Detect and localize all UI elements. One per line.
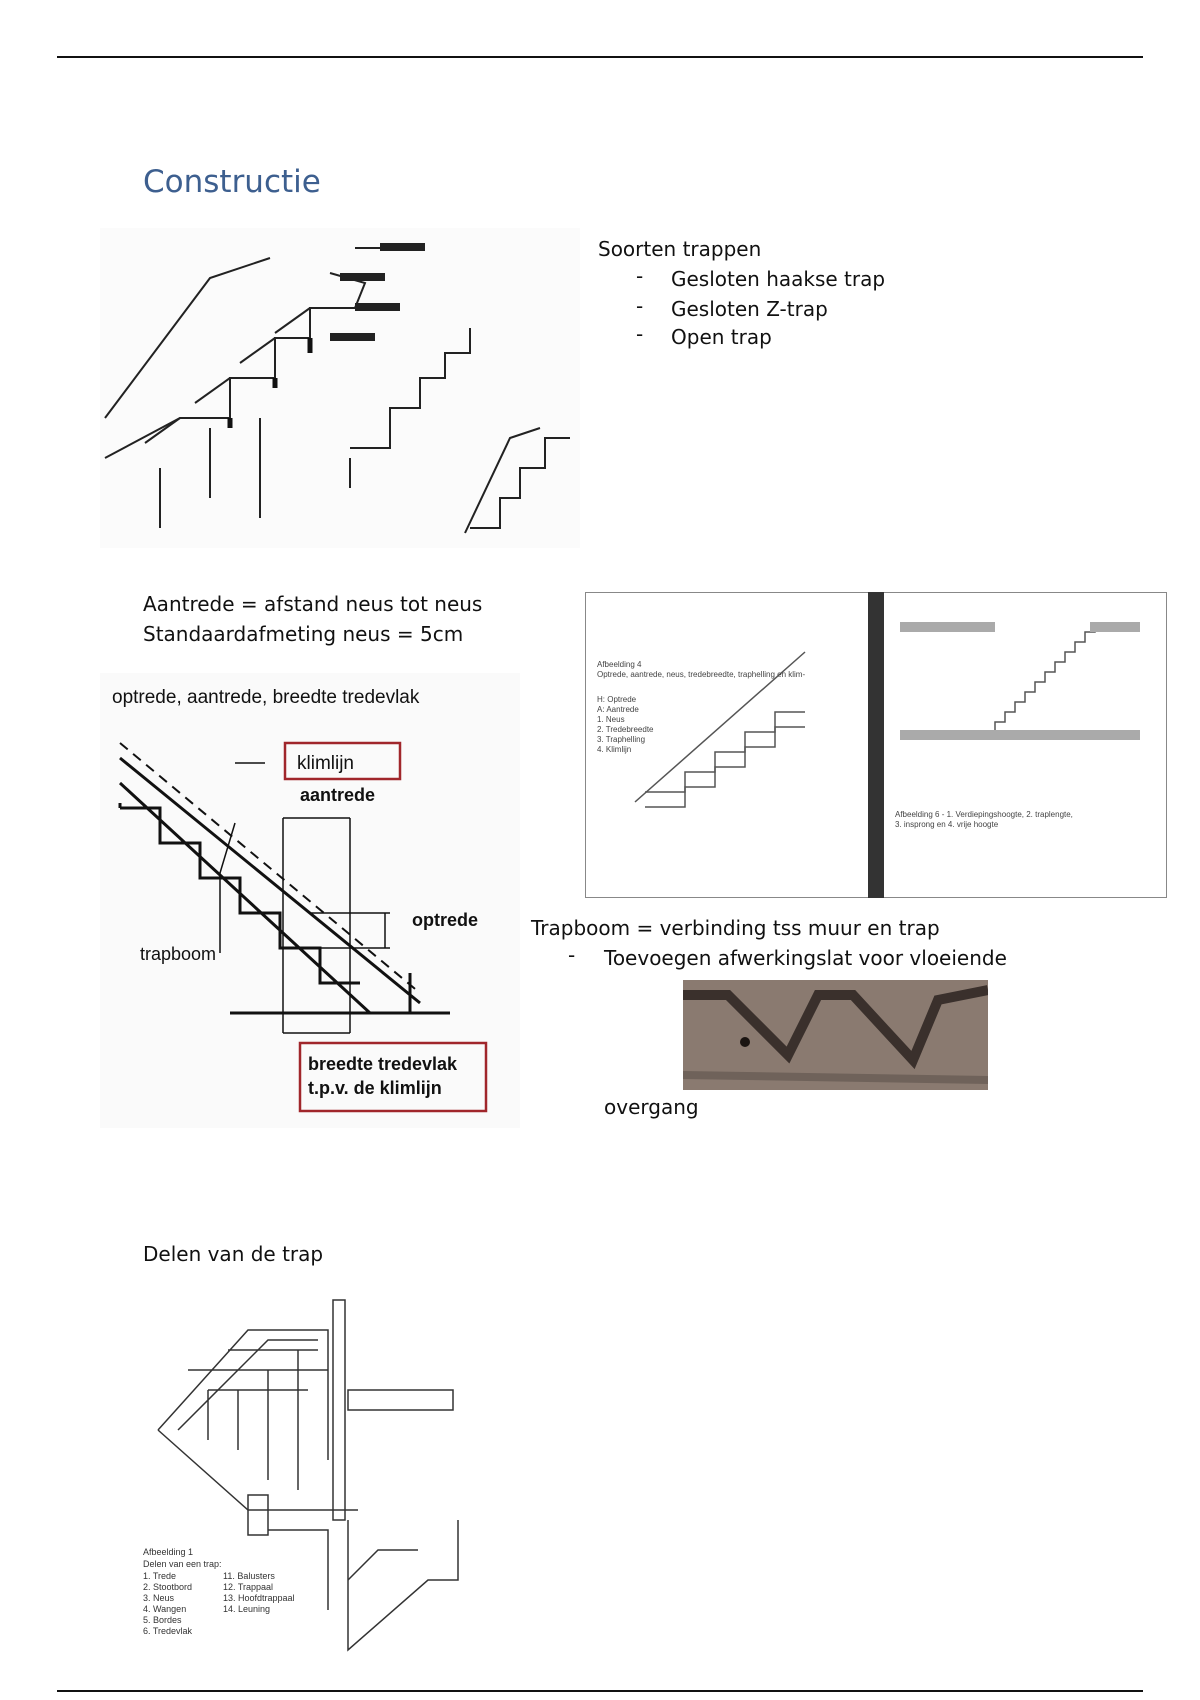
svg-text:4. Wangen: 4. Wangen [143,1604,186,1614]
diagram-title: optrede, aantrede, breedte tredevlak [112,687,420,708]
stair-dimensions-diagram: optrede, aantrede, breedte tredevlak kli… [100,673,520,1128]
svg-text:6. Tredevlak: 6. Tredevlak [143,1626,193,1636]
svg-text:3. Traphelling: 3. Traphelling [597,735,645,744]
delen-title: Delen van de trap [143,1242,324,1266]
svg-text:1. Neus: 1. Neus [597,715,625,724]
svg-text:2. Stootbord: 2. Stootbord [143,1582,192,1592]
list-bullet: - [568,943,576,967]
aantrede-definition: Aantrede = afstand neus tot neus [143,592,483,616]
label-optrede: optrede [412,910,478,930]
stair-sketch-image [100,228,580,548]
svg-text:3. Neus: 3. Neus [143,1593,175,1603]
trapboom-definition: Trapboom = verbinding tss muur en trap [531,916,940,940]
overgang-text: overgang [604,1095,699,1119]
svg-text:Delen van een trap:: Delen van een trap: [143,1559,222,1569]
list-bullet: - [636,322,644,346]
list-bullet: - [636,264,644,288]
label-breedte-2: t.p.v. de klimlijn [308,1078,442,1098]
svg-text:Optrede, aantrede, neus, trede: Optrede, aantrede, neus, tredebreedte, t… [597,670,805,679]
svg-text:Afbeelding 6 - 1. Verdiepingsh: Afbeelding 6 - 1. Verdiepingshoogte, 2. … [895,810,1073,819]
label-trapboom: trapboom [140,944,216,964]
svg-text:Afbeelding 4: Afbeelding 4 [597,660,642,669]
svg-text:3. insprong en 4. vrije hoogte: 3. insprong en 4. vrije hoogte [895,820,999,829]
page-heading: Constructie [143,164,321,200]
neus-standard: Standaardafmeting neus = 5cm [143,622,464,646]
svg-text:A: Aantrede: A: Aantrede [597,705,639,714]
stair-technical-drawing: Afbeelding 4 Optrede, aantrede, neus, tr… [585,592,1167,898]
svg-text:13. Hoofdtrappaal: 13. Hoofdtrappaal [223,1593,295,1603]
svg-text:12. Trappaal: 12. Trappaal [223,1582,273,1592]
list-item: Gesloten Z-trap [671,297,828,321]
label-klimlijn: klimlijn [297,753,354,774]
stair-parts-drawing: Afbeelding 1 Delen van een trap: 1. Tred… [128,1280,495,1662]
list-bullet: - [636,294,644,318]
top-rule [57,56,1143,58]
list-item: Open trap [671,325,772,349]
list-item: Toevoegen afwerkingslat voor vloeiende [604,946,1007,970]
types-title: Soorten trappen [598,237,762,261]
svg-text:11. Balusters: 11. Balusters [223,1571,275,1581]
svg-text:5. Bordes: 5. Bordes [143,1615,182,1625]
svg-text:4. Klimlijn: 4. Klimlijn [597,745,631,754]
label-breedte-1: breedte tredevlak [308,1054,458,1074]
svg-text:2. Tredebreedte: 2. Tredebreedte [597,725,654,734]
bottom-rule [57,1690,1143,1692]
svg-text:H: Optrede: H: Optrede [597,695,637,704]
stringer-photo [682,980,989,1090]
list-item: Gesloten haakse trap [671,267,886,291]
svg-text:Afbeelding 1: Afbeelding 1 [143,1547,193,1557]
svg-text:1. Trede: 1. Trede [143,1571,176,1581]
label-aantrede: aantrede [300,785,375,805]
svg-text:14. Leuning: 14. Leuning [223,1604,270,1614]
